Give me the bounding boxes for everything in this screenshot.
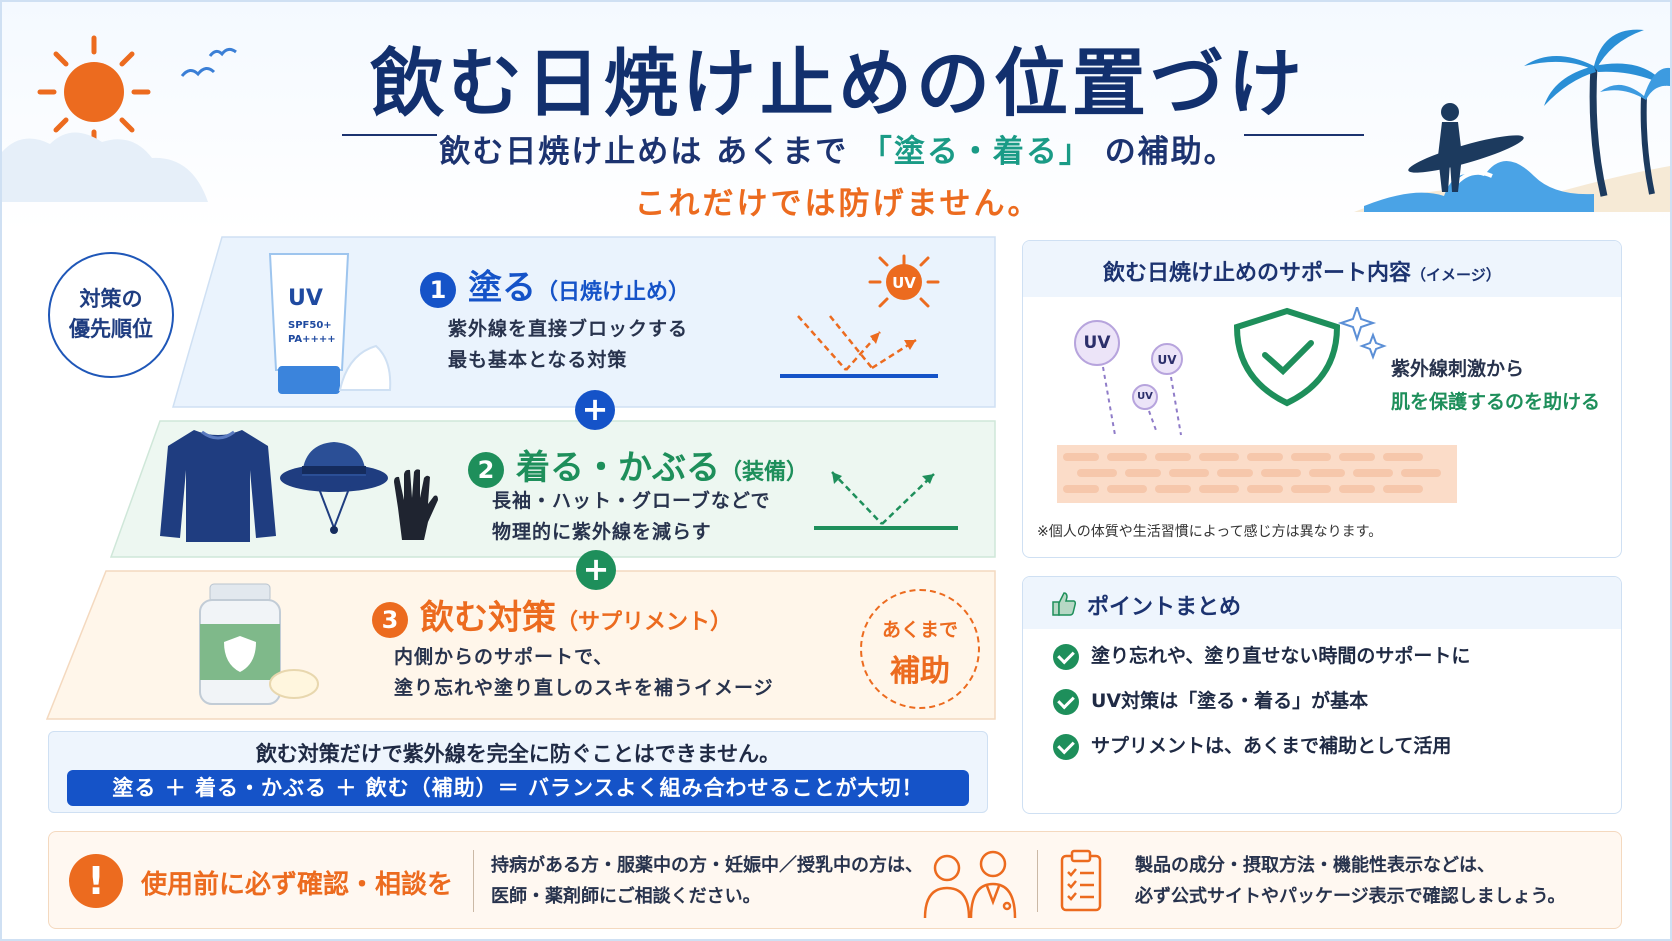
tier-1-desc-line2: 最も基本となる対策 (448, 349, 628, 371)
point-item-2-text: UV対策は「塗る・着る」が基本 (1091, 690, 1369, 712)
tier-3-paren: （サプリメント） (556, 610, 733, 635)
point-item-2: UV対策は「塗る・着る」が基本 (1053, 686, 1368, 715)
tier-2-desc-line1: 長袖・ハット・グローブなどで (492, 490, 771, 512)
tier-1-number: 1 (420, 271, 456, 308)
tier-2-title: 2 着る・かぶる（装備） (468, 440, 808, 489)
subtitle-warning: これだけでは防げません。 (634, 186, 1042, 222)
sun-icon (37, 35, 151, 149)
caution-text-1: 持病がある方・服薬中の方・妊娠中／授乳中の方は、 医師・薬剤師にご相談ください。 (491, 850, 923, 912)
assist-badge: あくまで 補助 (860, 589, 980, 709)
sunscreen-tube-icon (268, 253, 392, 394)
thumbs-up-icon (1052, 592, 1077, 616)
tier-1-title: 1 塗る（日焼け止め） (420, 260, 690, 309)
glove-icon (394, 469, 438, 540)
tier-2-number: 2 (468, 451, 504, 488)
point-item-3-text: サプリメントは、あくまで補助として活用 (1091, 735, 1452, 757)
tier-1-desc: 紫外線を直接ブロックする 最も基本となる対策 (448, 314, 688, 376)
check-icon (1053, 733, 1079, 760)
check-icon (1053, 688, 1079, 715)
subtitle-suffix: の補助。 (1104, 134, 1237, 170)
uv-label-3: UV (1137, 391, 1153, 402)
caution-text-2: 製品の成分・摂取方法・機能性表示などは、 必ず公式サイトやパッケージ表示で確認し… (1135, 850, 1566, 912)
bucket-hat-icon (280, 442, 388, 534)
sun-uv-label: UV (892, 274, 916, 292)
caution-footer: ! 使用前に必ず確認・相談を 持病がある方・服薬中の方・妊娠中／授乳中の方は、 … (48, 831, 1622, 929)
points-card-title: ポイントまとめ (1087, 595, 1242, 620)
subtitle-highlight: 「塗る・着る」 (860, 134, 1092, 170)
tier-3-title: 3 飲む対策（サプリメント） (372, 590, 732, 639)
assist-badge-small: あくまで (881, 619, 958, 641)
caution-text-2-line2: 必ず公式サイトやパッケージ表示で確認しましょう。 (1135, 886, 1566, 907)
footer-divider-2 (1037, 850, 1038, 912)
points-card-header (1023, 577, 1621, 629)
support-card: 飲む日焼け止めのサポート内容（イメージ） UV UV UV 紫外線刺激から (1022, 240, 1622, 558)
uv-reflection-icon (780, 254, 940, 378)
balance-box: 飲む対策だけで紫外線を完全に防ぐことはできません。 塗る ＋ 着る・かぶる ＋ … (48, 731, 988, 813)
footer-divider-1 (473, 850, 474, 912)
support-note: ※個人の体質や生活習慣によって感じ方は異なります。 (1037, 524, 1383, 540)
warning-icon: ! (69, 854, 123, 908)
page-title: 飲む日焼け止めの位置づけ (370, 41, 1306, 127)
rash-guard-icon (160, 430, 276, 542)
check-icon (1053, 643, 1079, 670)
supplement-bottle-icon (199, 583, 319, 705)
priority-badge: 対策の 優先順位 (48, 252, 174, 378)
tube-pa: PA++++ (288, 334, 336, 345)
points-card: ポイントまとめ 塗り忘れや、塗り直せない時間のサポートに UV対策は「塗る・着る… (1022, 576, 1622, 814)
support-card-title-small: （イメージ） (1411, 266, 1501, 284)
plus-icon-1: + (575, 390, 615, 430)
caution-title: 使用前に必ず確認・相談を (141, 870, 454, 900)
tier-1-desc-line1: 紫外線を直接ブロックする (448, 318, 689, 340)
balance-warning: 飲む対策だけで紫外線を完全に防ぐことはできません。 (255, 742, 781, 766)
tier-2-title-text: 着る・かぶる (516, 448, 720, 488)
support-text: 紫外線刺激から 肌を保護するのを助ける (1391, 353, 1600, 419)
balance-formula: 塗る ＋ 着る・かぶる ＋ 飲む（補助）＝ バランスよく組み合わせることが大切！ (67, 770, 969, 806)
tier-2-paren: （装備） (720, 460, 809, 485)
tier-2-desc: 長袖・ハット・グローブなどで 物理的に紫外線を減らす (492, 486, 770, 548)
tier-3-title-text: 飲む対策 (420, 598, 556, 638)
subtitle: 飲む日焼け止めは あくまで 「塗る・着る」 の補助。 (2, 126, 1670, 171)
priority-badge-line1: 対策の (79, 287, 143, 311)
caution-text-1-line1: 持病がある方・服薬中の方・妊娠中／授乳中の方は、 (491, 855, 923, 876)
skin-layer-icon (1057, 307, 1457, 503)
cloud-icon (2, 132, 208, 202)
tube-brand: UV (288, 286, 323, 311)
reflection-block-icon (814, 471, 958, 530)
point-item-1-text: 塗り忘れや、塗り直せない時間のサポートに (1091, 645, 1471, 667)
tier-3-desc: 内側からのサポートで、 塗り忘れや塗り直しのスキを補うイメージ (394, 642, 774, 704)
subtitle-rule-left (342, 134, 437, 136)
tier-3-number: 3 (372, 601, 408, 638)
tier-3-desc-line2: 塗り忘れや塗り直しのスキを補うイメージ (394, 677, 774, 699)
caution-text-1-line2: 医師・薬剤師にご相談ください。 (491, 886, 761, 907)
beach-palm-surfer-icon (1354, 29, 1670, 212)
point-item-1: 塗り忘れや、塗り直せない時間のサポートに (1053, 641, 1470, 670)
support-card-title: 飲む日焼け止めのサポート内容（イメージ） (1103, 255, 1501, 287)
checklist-clipboard-icon (1060, 849, 1102, 912)
support-card-title-text: 飲む日焼け止めのサポート内容 (1103, 261, 1412, 286)
birds-icon (180, 47, 237, 77)
assist-badge-big: 補助 (890, 654, 950, 689)
tier-3-desc-line1: 内側からのサポートで、 (394, 646, 614, 668)
tier-1-paren: （日焼け止め） (536, 280, 691, 305)
subtitle-rule-right (1244, 134, 1364, 136)
subtitle-prefix: 飲む日焼け止めは あくまで (439, 134, 849, 170)
tier-2-desc-line2: 物理的に紫外線を減らす (492, 521, 712, 543)
support-text-line1: 紫外線刺激から (1391, 358, 1525, 380)
support-text-line2: 肌を保護するのを助ける (1391, 391, 1601, 413)
caution-text-2-line1: 製品の成分・摂取方法・機能性表示などは、 (1135, 855, 1495, 876)
uv-label-2: UV (1157, 353, 1177, 367)
tube-spf: SPF50+ (288, 320, 332, 331)
plus-icon-2: + (576, 550, 616, 590)
support-card-header (1023, 241, 1621, 297)
point-item-3: サプリメントは、あくまで補助として活用 (1053, 731, 1451, 760)
tier-1-title-text: 塗る (468, 268, 536, 308)
uv-label-1: UV (1083, 333, 1111, 353)
doctor-pharmacist-icon (923, 850, 1017, 919)
priority-badge-line2: 優先順位 (69, 317, 153, 341)
